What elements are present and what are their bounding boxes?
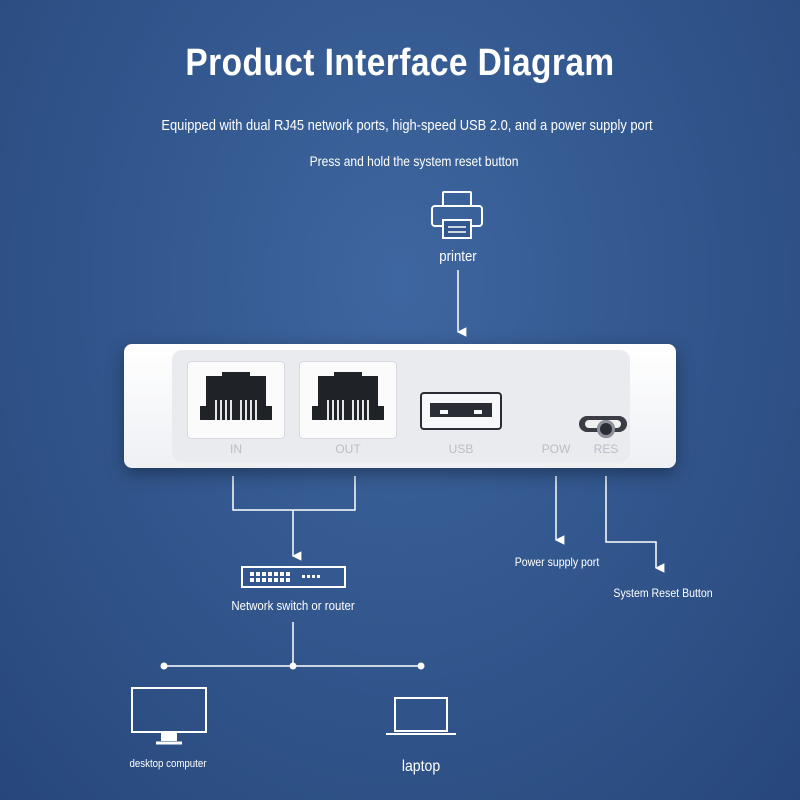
reset-arrow [605,476,665,573]
printer-icon [431,191,483,239]
desktop-monitor-icon [131,687,207,745]
port-panel: IN OUT USB POW RES [172,350,630,462]
distribution-line [164,622,421,667]
pow-port-label: POW [541,442,571,456]
page-title: Product Interface Diagram [185,42,615,84]
res-port-label: RES [593,442,619,456]
node-dot-right [417,662,425,670]
node-dot-center [289,662,297,670]
desktop-label: desktop computer [129,758,207,770]
router-device: IN OUT USB POW RES [124,344,676,468]
reset-button[interactable] [597,420,615,438]
usb-port-label: USB [448,442,474,456]
in-port-label: IN [230,442,242,456]
reset-instruction: Press and hold the system reset button [309,153,519,169]
node-dot-left [160,662,168,670]
network-bracket-line [232,476,356,561]
network-switch-icon [241,566,346,588]
out-port-label: OUT [335,442,361,456]
switch-label: Network switch or router [231,598,355,613]
power-port-label: Power supply port [514,555,600,569]
rj45-out-port [300,362,396,438]
laptop-label: laptop [401,758,441,775]
printer-label: printer [439,248,477,265]
rj45-in-port [188,362,284,438]
usb-port [420,392,502,430]
reset-button-label: System Reset Button [613,586,713,600]
subtitle: Equipped with dual RJ45 network ports, h… [161,117,653,134]
laptop-icon [386,697,456,735]
